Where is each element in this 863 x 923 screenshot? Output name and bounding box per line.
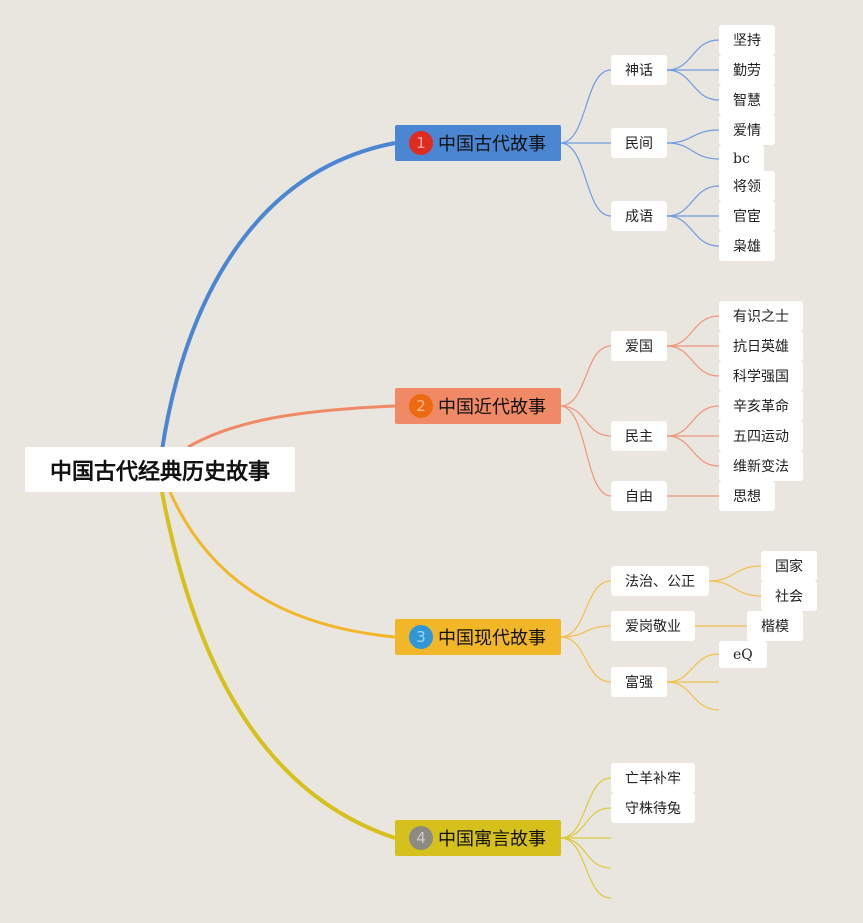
leaf-topic[interactable]: 维新变法 xyxy=(719,451,803,481)
connector-minjian-leaf-2 xyxy=(666,142,720,160)
leaf-topic[interactable]: eQ xyxy=(719,641,767,668)
branch-number-badge: 4 xyxy=(409,826,433,850)
leaf-topic[interactable]: 抗日英雄 xyxy=(719,331,803,361)
leaf-topic[interactable]: 有识之士 xyxy=(719,301,803,331)
branch-ancient-stories[interactable]: 1 中国古代故事 xyxy=(395,125,561,161)
connector-b2-minzhu xyxy=(559,405,612,437)
leaf-topic[interactable]: 思想 xyxy=(719,481,775,511)
branch-label: 中国古代故事 xyxy=(438,134,546,155)
subtopic-aiguo[interactable]: 爱国 xyxy=(611,331,667,361)
connector-b2-aiguo xyxy=(559,345,612,407)
leaf-topic[interactable]: 国家 xyxy=(761,551,817,581)
branch-number-badge: 3 xyxy=(409,625,433,649)
connector-b1-shenhua xyxy=(559,69,612,144)
connector-b1-chengyu xyxy=(559,142,612,217)
connector-chengyu-leaf-1 xyxy=(666,185,720,217)
connector-minjian-leaf-1 xyxy=(666,129,720,144)
branch-number-badge: 2 xyxy=(409,394,433,418)
branch-number-badge: 1 xyxy=(409,131,433,155)
connector-b3-fuqiang xyxy=(559,636,612,683)
leaf-topic[interactable]: 坚持 xyxy=(719,25,775,55)
connector-aiguo-leaf-1 xyxy=(666,315,720,347)
connector-root-branch-1 xyxy=(160,141,396,451)
connector-fazhi-leaf-1 xyxy=(708,565,762,582)
connector-b4-stub-3 xyxy=(559,837,612,899)
branch-label: 中国近代故事 xyxy=(438,397,546,418)
branch-modern-stories[interactable]: 2 中国近代故事 xyxy=(395,388,561,424)
leaf-topic[interactable]: 智慧 xyxy=(719,85,775,115)
subtopic-wangyangbulao[interactable]: 亡羊补牢 xyxy=(611,763,695,793)
leaf-topic[interactable]: 辛亥革命 xyxy=(719,391,803,421)
connector-b4-stub-2 xyxy=(559,837,612,869)
subtopic-shouzhudaitu[interactable]: 守株待兔 xyxy=(611,793,695,823)
connector-fuqiang-stub-2 xyxy=(666,681,720,711)
branch-fable-stories[interactable]: 4 中国寓言故事 xyxy=(395,820,561,856)
connector-b4-child-1 xyxy=(559,777,612,839)
subtopic-fuqiang[interactable]: 富强 xyxy=(611,667,667,697)
connector-root-branch-3 xyxy=(168,491,396,639)
connector-aiguo-leaf-3 xyxy=(666,345,720,377)
connector-root-branch-4 xyxy=(160,491,396,840)
connector-chengyu-leaf-3 xyxy=(666,215,720,247)
connector-shenhua-leaf-3 xyxy=(666,69,720,101)
leaf-topic[interactable]: 楷模 xyxy=(747,611,803,641)
leaf-topic[interactable]: 爱情 xyxy=(719,115,775,145)
connector-b4-child-2 xyxy=(559,807,612,839)
subtopic-shenhua[interactable]: 神话 xyxy=(611,55,667,85)
subtopic-ziyou[interactable]: 自由 xyxy=(611,481,667,511)
connector-minzhu-leaf-3 xyxy=(666,435,720,467)
leaf-topic[interactable]: 将领 xyxy=(719,171,775,201)
connector-root-branch-2 xyxy=(187,404,396,449)
subtopic-chengyu[interactable]: 成语 xyxy=(611,201,667,231)
branch-contemporary-stories[interactable]: 3 中国现代故事 xyxy=(395,619,561,655)
connector-fazhi-leaf-2 xyxy=(708,580,762,597)
root-topic[interactable]: 中国古代经典历史故事 xyxy=(25,447,295,492)
connector-b3-fazhi xyxy=(559,580,612,638)
branch-label: 中国寓言故事 xyxy=(438,829,546,850)
connector-b3-aigang xyxy=(559,625,612,638)
subtopic-minzhu[interactable]: 民主 xyxy=(611,421,667,451)
connector-fuqiang-leaf-1 xyxy=(666,653,720,683)
connector-shenhua-leaf-1 xyxy=(666,39,720,71)
connector-b2-ziyou xyxy=(559,405,612,497)
leaf-topic[interactable]: 勤劳 xyxy=(719,55,775,85)
subtopic-fazhi[interactable]: 法治、公正 xyxy=(611,566,709,596)
leaf-topic[interactable]: 科学强国 xyxy=(719,361,803,391)
subtopic-aigang[interactable]: 爱岗敬业 xyxy=(611,611,695,641)
leaf-topic[interactable]: 官宦 xyxy=(719,201,775,231)
leaf-topic[interactable]: 社会 xyxy=(761,581,817,611)
leaf-topic[interactable]: bc xyxy=(719,145,764,173)
subtopic-minjian[interactable]: 民间 xyxy=(611,128,667,158)
branch-label: 中国现代故事 xyxy=(438,628,546,649)
leaf-topic[interactable]: 枭雄 xyxy=(719,231,775,261)
connector-minzhu-leaf-1 xyxy=(666,405,720,437)
leaf-topic[interactable]: 五四运动 xyxy=(719,421,803,451)
